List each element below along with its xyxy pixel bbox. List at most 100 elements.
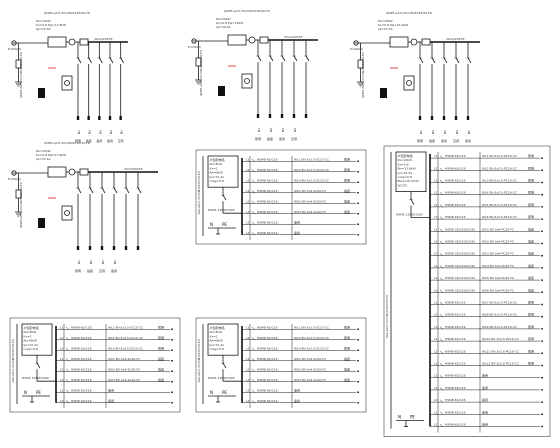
- circuit-breaker-label: HSM8-63/C16: [445, 386, 466, 390]
- circuit-breaker-label: HSM8-63/C16: [445, 313, 466, 317]
- circuit-destination: 照明: [344, 178, 350, 182]
- breaker-blade: [467, 57, 472, 64]
- breaker-blade: [137, 187, 142, 194]
- branch-label: N5: [467, 130, 471, 134]
- panel-info-box: [207, 155, 239, 188]
- branch-terminal: [98, 116, 101, 120]
- circuit-breaker-label: HSM8-63/C16: [445, 337, 466, 341]
- circuit-phase: L1: [246, 157, 250, 161]
- schematic-info: Pe=20kW: [216, 17, 231, 21]
- circuit-cable-label: 备用: [108, 387, 114, 392]
- circuit-phase: L1: [434, 227, 438, 231]
- branch-destination: 备用: [279, 136, 285, 141]
- incoming-terminal: [11, 40, 17, 46]
- circuit-cable-label: WL8 BV-3x2.5-PC16-CC: [482, 313, 517, 317]
- circuit-cable-label: 备用: [294, 398, 300, 403]
- circuit-cable-label: WL1 BV-3x2.5-SC15-CC: [108, 325, 143, 329]
- breaker-blade: [89, 187, 94, 194]
- panel-info-line: 户型配电箱: [210, 325, 225, 330]
- branch-destination: 照明: [255, 137, 261, 141]
- circuit-breaker-label: HSM8-32/C20/0.03A: [445, 227, 476, 231]
- schematic-info: Pe=16kW: [36, 19, 51, 23]
- branch-destination: 备用: [96, 138, 102, 143]
- panel-frame: [9, 317, 181, 413]
- circuit-phase: L3: [434, 215, 438, 219]
- circuit-cable-label: WL5 BV-3x2.5-PC16-CC: [482, 203, 517, 207]
- circuit-breaker-glyph: [251, 347, 256, 351]
- pe-label: PE: [222, 222, 227, 227]
- vertical-cable-label: QDP5-A/L5-3mmM/2X35/50-F6: [199, 50, 203, 96]
- circuit-breaker-label: HSM8-63/C16: [257, 231, 278, 235]
- circuit-end-dot: [357, 349, 359, 352]
- circuit-destination: 插座: [344, 356, 350, 361]
- breaker-blade: [109, 57, 114, 64]
- branch-destination: 照明: [75, 269, 81, 273]
- circuit-breaker-label: HSM8-63/C16: [445, 325, 466, 329]
- circuit-breaker-label: HSM8-63/C16: [257, 388, 278, 392]
- circuit-destination: 照明: [528, 325, 534, 329]
- breaker-blade: [281, 55, 286, 62]
- schematic-info: Ijs=24.3A: [36, 27, 52, 31]
- circuit-breaker-glyph: [251, 232, 256, 236]
- circuit-phase: L1: [246, 357, 250, 361]
- circuit-breaker-glyph: [439, 167, 444, 171]
- circuit-end-dot: [541, 303, 543, 306]
- bus-label: 3X12/20X35: [446, 37, 465, 41]
- branch-destination: 备用: [441, 138, 447, 143]
- branch-label: N2: [431, 130, 435, 134]
- circuit-end-dot: [541, 389, 543, 391]
- branch-label: N4: [455, 130, 459, 134]
- circuit-phase: L1: [434, 264, 438, 268]
- branch-label: N3: [101, 260, 105, 264]
- circuit-phase: L2: [60, 336, 64, 340]
- panel-info-line: WC/FC: [398, 183, 408, 187]
- circuit-phase: L2: [434, 423, 438, 427]
- branch-label: N1: [77, 260, 81, 264]
- circuit-destination: 照明: [528, 301, 534, 305]
- panel-schedule-P1: XAL-A/L5-3mmM/2X35/50-F6户型配电箱Pe=8kWKx=1P…: [195, 149, 367, 245]
- circuit-phase: L2: [434, 203, 438, 207]
- circuit-breaker-label: HSM8-63/C16: [257, 210, 278, 214]
- circuit-destination: 照明: [344, 346, 350, 350]
- circuit-phase: L1: [60, 325, 64, 329]
- branch-terminal: [454, 116, 458, 120]
- circuit-phase: L1: [246, 220, 250, 224]
- circuit-destination: 照明: [158, 336, 164, 340]
- circuit-cable-label: 备用: [108, 398, 114, 403]
- pe-label: PE: [410, 415, 415, 420]
- panel-schedule-P3: XAL-A/L5-3mmM/2X35/50-F6户型配电箱Pe=8kWKx=1P…: [195, 317, 367, 413]
- breaker-blade: [125, 187, 130, 194]
- circuit-phase: L3: [434, 398, 438, 402]
- circuit-breaker-label: HSM8-63/C16: [71, 399, 92, 403]
- circuit-breaker-label: HSM8-63/C16: [257, 199, 278, 203]
- circuit-destination: 照明: [528, 203, 534, 207]
- breaker-blade: [431, 57, 436, 64]
- panel-vertical-label: XAL-A/L5-3mmM/2X35/50-F6: [385, 295, 389, 338]
- circuit-breaker-label: HSM8-63/C16: [71, 336, 92, 340]
- circuit-end-dot: [541, 425, 543, 428]
- panel-vertical-label: XAL-A/L5-3mmM/2X35/50-F6: [11, 339, 15, 382]
- circuit-end-dot: [171, 338, 173, 341]
- panel-info-line: Pjs=8kW: [210, 171, 223, 175]
- circuit-breaker-glyph: [65, 368, 70, 372]
- neutral-label: N: [24, 390, 27, 395]
- schematic-info: Ijs=30.4A: [216, 25, 232, 29]
- circuit-phase: L3: [434, 362, 438, 366]
- circuit-cable-label: 备用: [482, 385, 488, 390]
- meter-symbol: [64, 80, 70, 86]
- branch-terminal: [268, 114, 272, 118]
- circuit-end-dot: [541, 364, 543, 367]
- panel-info-line: Pjs=8kW: [210, 339, 223, 343]
- branch-label: N4: [109, 130, 113, 134]
- circuit-end-dot: [357, 359, 359, 362]
- circuit-cable-label: WL4 BV-3x2.5-PC16-CC: [482, 191, 517, 195]
- branch-terminal: [136, 246, 140, 250]
- circuit-destination: 插座: [528, 275, 534, 280]
- circuit-breaker-label: HSM8-63/C16: [257, 357, 278, 361]
- circuit-breaker-glyph: [439, 423, 444, 428]
- circuit-cable-label: WL1 BV-3x2.5-SC15-CC: [294, 157, 329, 161]
- circuit-end-dot: [541, 242, 543, 245]
- branch-label: N1: [77, 130, 81, 134]
